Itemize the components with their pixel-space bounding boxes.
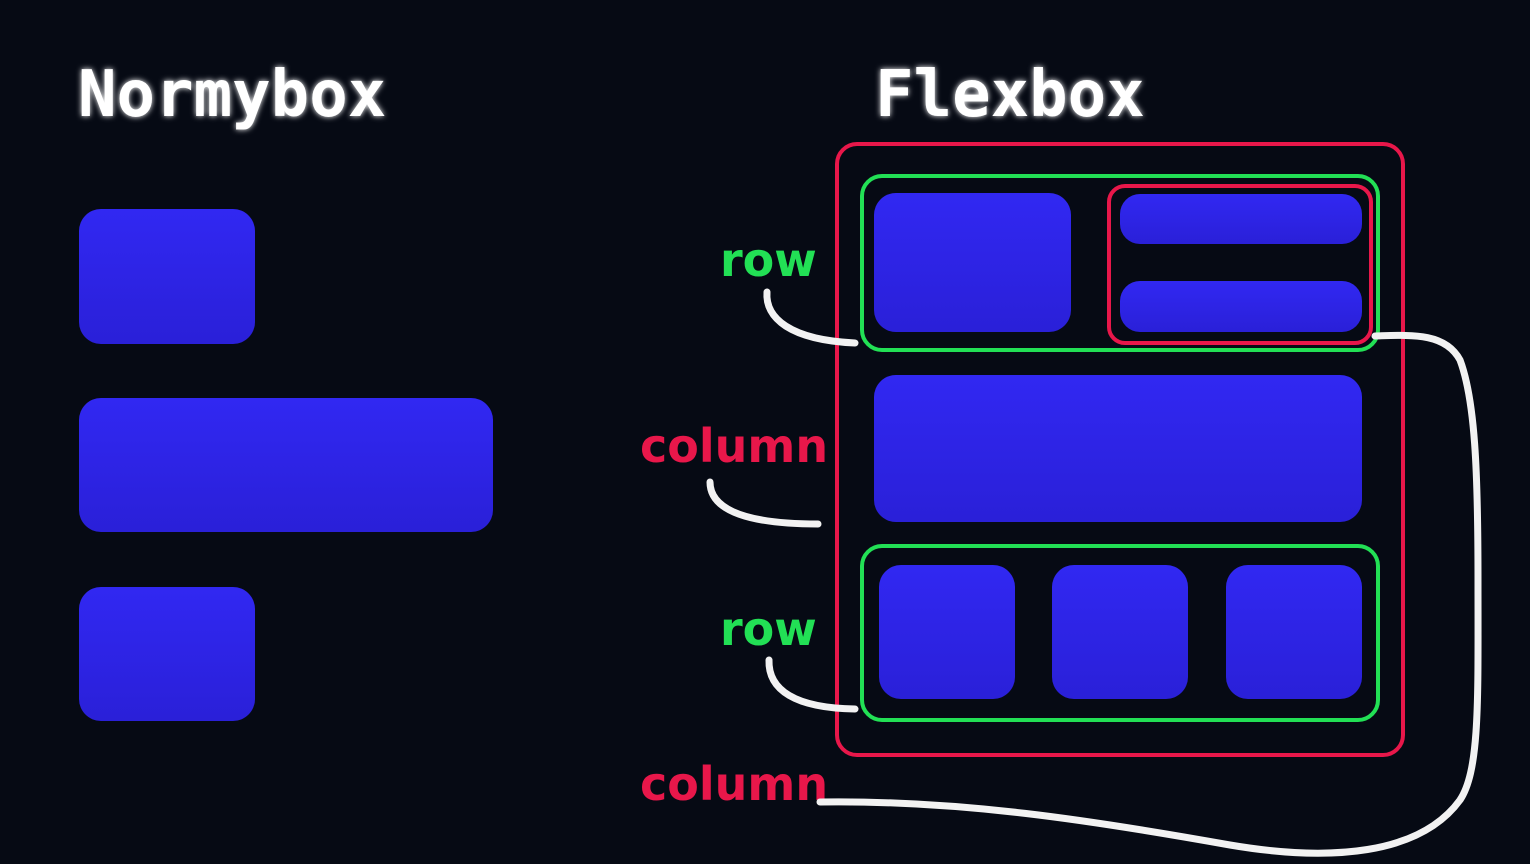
flex-box-top-left [874, 193, 1071, 332]
connector-column-middle [706, 478, 822, 528]
flex-box-bottom-2 [1052, 565, 1188, 699]
flex-top-row-container [860, 174, 1380, 352]
label-column-bottom: column [640, 757, 828, 811]
flex-nested-column-container [1107, 184, 1373, 345]
normy-box-small-bottom [79, 587, 255, 721]
flex-box-bottom-3 [1226, 565, 1362, 699]
flex-box-nested-top [1120, 194, 1362, 244]
connector-row-top [763, 288, 859, 347]
flex-box-bottom-1 [879, 565, 1015, 699]
flexbox-title: Flexbox [875, 58, 1145, 132]
connector-column-bottom [816, 331, 1482, 857]
connector-lines [706, 288, 1482, 857]
normybox-title: Normybox [78, 58, 386, 132]
label-column-middle: column [640, 419, 828, 473]
normy-box-wide [79, 398, 493, 532]
normybox-group [79, 209, 493, 721]
flex-box-nested-bottom [1120, 281, 1362, 332]
label-row-top: row [720, 233, 817, 287]
flex-box-middle-wide [874, 375, 1362, 522]
flex-bottom-row-container [860, 544, 1380, 722]
label-row-bottom: row [720, 602, 817, 656]
normy-box-small-top [79, 209, 255, 344]
connector-row-bottom [765, 656, 859, 713]
flex-outer-column-container [835, 142, 1405, 757]
